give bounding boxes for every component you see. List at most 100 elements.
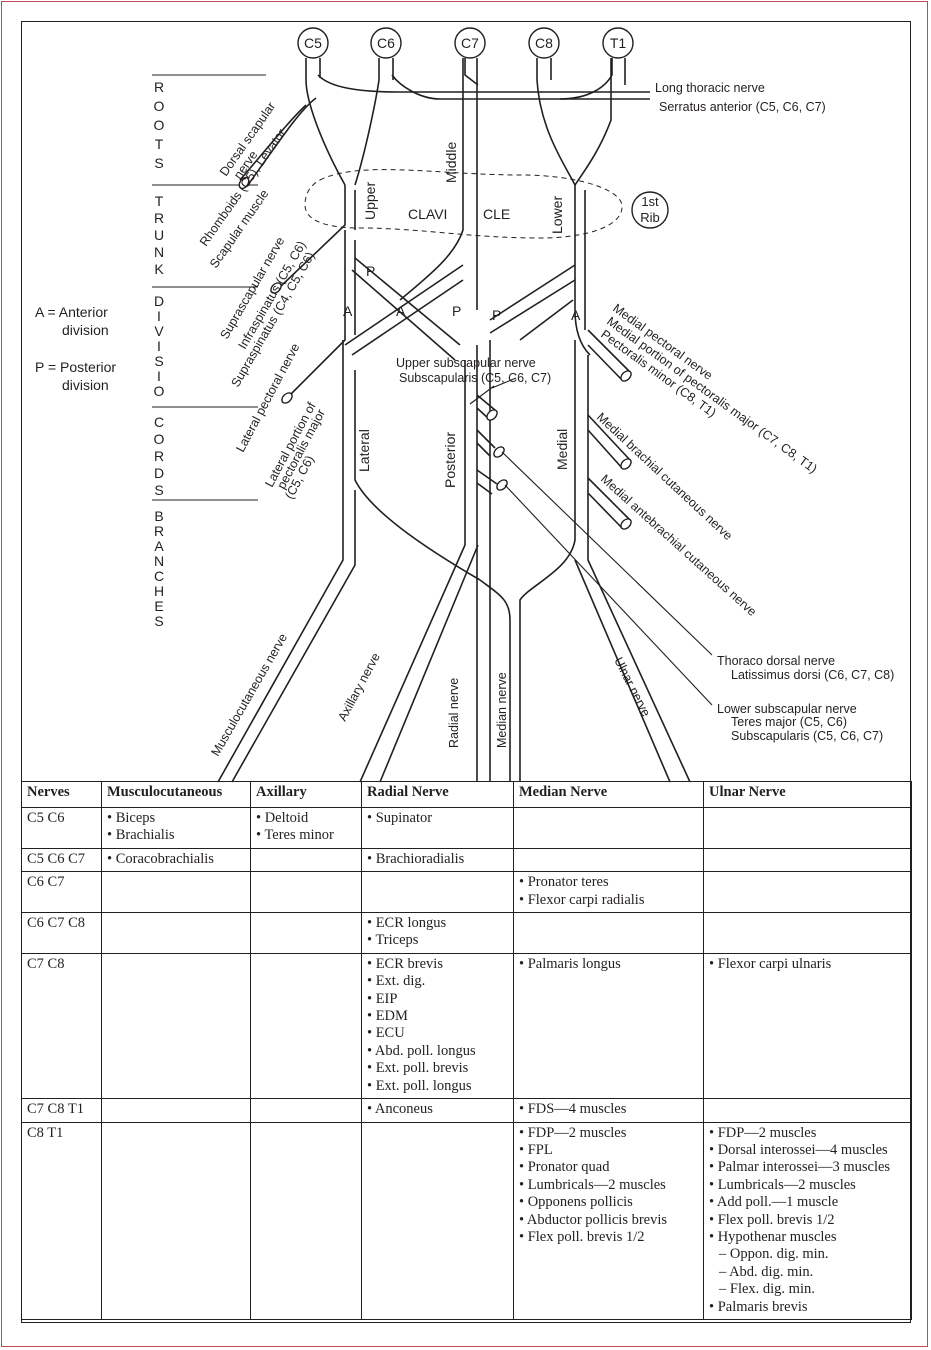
- muscle-item: • Hypothenar muscles: [709, 1229, 906, 1246]
- legend-posterior-division: division: [62, 377, 109, 393]
- muscle-item: • Anconeus: [367, 1101, 508, 1118]
- root-c7: C7: [455, 28, 485, 58]
- clavicle-label-right: CLE: [483, 206, 510, 222]
- table-row: C8 T1• FDP—2 muscles• FPL• Pronator quad…: [22, 1122, 912, 1319]
- muscle-item: • EIP: [367, 991, 508, 1008]
- roots-letter: O: [154, 117, 165, 133]
- axillary-cell: [251, 872, 362, 913]
- upper-subscapular-muscle: Subscapularis (C5, C6, C7): [399, 371, 551, 385]
- trunk-letter: T: [155, 193, 164, 209]
- division-letter: I: [157, 368, 161, 384]
- posterior-cord-label: Posterior: [442, 432, 458, 488]
- radial-cell: • Supinator: [362, 808, 514, 849]
- rib-label: 1st: [641, 194, 659, 209]
- first-rib: 1st Rib: [632, 192, 668, 228]
- radial-nerve-label: Radial nerve: [447, 678, 461, 748]
- trunk-letter: U: [154, 227, 164, 243]
- musculocutaneous-cell: [102, 1122, 251, 1319]
- trunk-letter: R: [154, 210, 164, 226]
- axillary-cell: [251, 953, 362, 1098]
- division-mark-p: P: [492, 307, 501, 323]
- division-letter: D: [154, 293, 164, 309]
- table-header-row: Nerves Musculocutaneous Axillary Radial …: [22, 782, 912, 808]
- trunk-letter: K: [154, 261, 164, 277]
- cords-letter: S: [154, 482, 163, 498]
- root-cell: C7 C8 T1: [22, 1099, 102, 1122]
- muscle-item: • Pronator quad: [519, 1159, 698, 1176]
- root-c5: C5: [298, 28, 328, 58]
- roots-letter: S: [154, 155, 163, 171]
- upper-trunk-label: Upper: [362, 182, 378, 220]
- ulnar-cell: [704, 872, 912, 913]
- division-letter: O: [154, 383, 165, 399]
- col-header-axillary: Axillary: [251, 782, 362, 808]
- branches-letter: C: [154, 568, 164, 584]
- muscle-item: • Biceps: [107, 810, 245, 827]
- muscle-innervation-table: Nerves Musculocutaneous Axillary Radial …: [21, 781, 912, 1320]
- median-cell: [514, 848, 704, 871]
- muscle-item: • Deltoid: [256, 810, 356, 827]
- muscle-item: • Palmaris brevis: [709, 1299, 906, 1316]
- division-letters: D I V I S I O N: [154, 293, 165, 399]
- muscle-item: • Abductor pollicis brevis: [519, 1212, 698, 1229]
- ulnar-cell: [704, 848, 912, 871]
- root-t1: T1: [603, 28, 633, 58]
- muscle-item: • Flexor carpi ulnaris: [709, 956, 906, 973]
- axillary-label: Axillary nerve: [335, 651, 383, 724]
- radial-cell: [362, 872, 514, 913]
- median-cell: • Pronator teres• Flexor carpi radialis: [514, 872, 704, 913]
- root-c6: C6: [371, 28, 401, 58]
- muscle-item: • Ext. dig.: [367, 973, 508, 990]
- lateral-cord-label: Lateral: [356, 429, 372, 472]
- muscle-item: • Coracobrachialis: [107, 851, 245, 868]
- root-cell: C7 C8: [22, 953, 102, 1098]
- muscle-item: • Pronator teres: [519, 874, 698, 891]
- muscle-item: – Oppon. dig. min.: [709, 1246, 906, 1263]
- muscle-item: • Supinator: [367, 810, 508, 827]
- muscle-item: – Flex. dig. min.: [709, 1281, 906, 1298]
- musculocutaneous-cell: • Coracobrachialis: [102, 848, 251, 871]
- radial-cell: • ECR brevis• Ext. dig.• EIP• EDM• ECU• …: [362, 953, 514, 1098]
- axillary-cell: [251, 1099, 362, 1122]
- table-row: C6 C7 • Pronator teres• Flexor carpi radi…: [22, 872, 912, 913]
- branches-letter: B: [154, 508, 163, 524]
- axillary-cell: [251, 848, 362, 871]
- median-cell: • FDP—2 muscles• FPL• Pronator quad• Lum…: [514, 1122, 704, 1319]
- radial-cell: • Brachioradialis: [362, 848, 514, 871]
- medial-cord-label: Medial: [554, 429, 570, 470]
- roots-letter: T: [155, 136, 164, 152]
- muscle-item: • Flexor carpi radialis: [519, 892, 698, 909]
- root-label: T1: [610, 35, 627, 51]
- root-cell: C6 C7: [22, 872, 102, 913]
- root-cell: C5 C6 C7: [22, 848, 102, 871]
- col-header-radial: Radial Nerve: [362, 782, 514, 808]
- trunk-letters: T R U N K: [154, 193, 164, 277]
- cords-letters: C O R D S: [154, 414, 165, 498]
- musculocutaneous-cell: [102, 913, 251, 954]
- muscle-item: • FDS—4 muscles: [519, 1101, 698, 1118]
- muscle-item: • Abd. poll. longus: [367, 1043, 508, 1060]
- root-label: C7: [461, 35, 479, 51]
- muscle-item: • Brachioradialis: [367, 851, 508, 868]
- muscle-item: • Flex poll. brevis 1/2: [709, 1212, 906, 1229]
- muscle-item: • Teres minor: [256, 827, 356, 844]
- division-letter: S: [154, 353, 163, 369]
- division-letter: I: [157, 338, 161, 354]
- legend-posterior: P = Posterior: [35, 359, 116, 375]
- division-letter: I: [157, 308, 161, 324]
- branches-letter: E: [154, 598, 163, 614]
- root-label: C5: [304, 35, 322, 51]
- axillary-cell: [251, 1122, 362, 1319]
- cords-letter: R: [154, 448, 164, 464]
- median-cell: • FDS—4 muscles: [514, 1099, 704, 1122]
- ulnar-cell: • Flexor carpi ulnaris: [704, 953, 912, 1098]
- muscle-item: • FPL: [519, 1142, 698, 1159]
- table-row: C5 C6• Biceps• Brachialis• Deltoid• Tere…: [22, 808, 912, 849]
- table-row: C5 C6 C7 • Coracobrachialis • Brachioradia…: [22, 848, 912, 871]
- muscle-item: • Triceps: [367, 932, 508, 949]
- root-labels: C5 C6 C7 C8 T1: [298, 28, 633, 58]
- table-row: C6 C7 C8• ECR longus• Triceps: [22, 913, 912, 954]
- muscle-item: • Ext. poll. longus: [367, 1078, 508, 1095]
- musculocutaneous-label: Musculocutaneous nerve: [208, 631, 290, 758]
- table-row: C7 C8 T1 • Anconeus • FDS—4 muscles: [22, 1099, 912, 1122]
